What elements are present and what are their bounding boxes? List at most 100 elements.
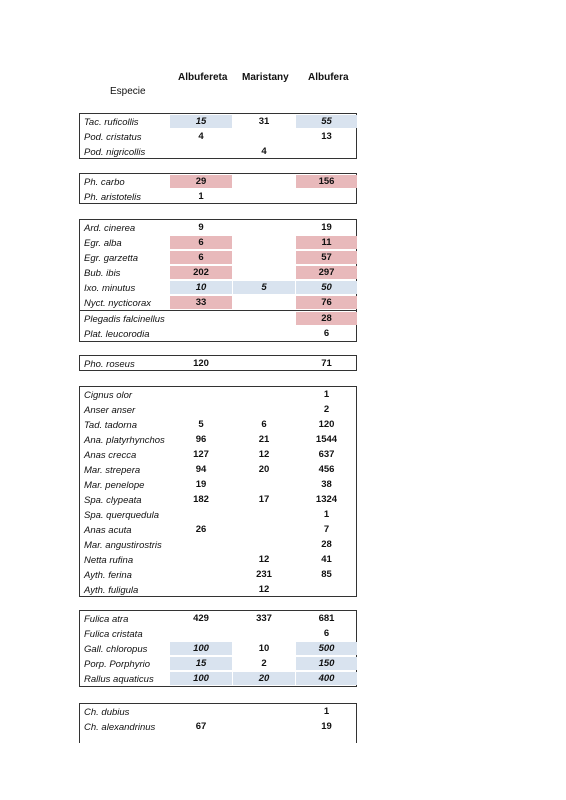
count-maristany [233, 236, 295, 249]
species-name: Anser anser [84, 405, 136, 416]
count-albufereta: 6 [170, 251, 232, 264]
count-albufera: 11 [296, 236, 357, 249]
count-albufera: 19 [321, 222, 332, 233]
count-maristany: 21 [258, 434, 270, 445]
herons-divider [79, 310, 357, 311]
count-albufera: 500 [296, 642, 357, 655]
count-maristany [233, 538, 295, 551]
count-albufereta [170, 327, 232, 340]
count-albufera: 76 [296, 296, 357, 309]
count-albufera: 1 [323, 389, 330, 400]
count-albufereta: 100 [170, 642, 232, 655]
count-albufereta [170, 508, 232, 521]
table-row: Cignus olor 1 [79, 388, 357, 403]
count-maristany: 31 [258, 116, 270, 127]
count-albufera: 120 [318, 419, 335, 430]
count-albufereta: 15 [170, 115, 232, 128]
species-name: Cignus olor [84, 390, 133, 401]
table-row: Pho. roseus 120 71 [79, 357, 357, 372]
col-header-albufera: Albufera [308, 72, 349, 83]
species-name: Ch. dubius [84, 707, 130, 718]
count-maristany [233, 388, 295, 401]
count-albufereta: 127 [193, 449, 209, 460]
count-maristany: 12 [258, 554, 270, 565]
species-name: Ayth. fuligula [84, 585, 139, 596]
count-albufereta: 94 [195, 464, 207, 475]
species-name: Anas crecca [84, 450, 137, 461]
count-albufera: 400 [296, 672, 357, 685]
count-albufera: 297 [296, 266, 357, 279]
group-grebes [79, 113, 357, 159]
count-albufereta [170, 388, 232, 401]
count-albufera: 1 [323, 509, 330, 520]
species-name: Plegadis falcinellus [84, 314, 165, 325]
count-albufera: 50 [296, 281, 357, 294]
count-albufera: 681 [318, 613, 335, 624]
count-albufereta: 15 [170, 657, 232, 670]
species-name: Plat. leucorodia [84, 329, 150, 340]
count-maristany [233, 175, 295, 188]
count-albufereta: 29 [170, 175, 232, 188]
species-name: Ana. platyrhynchos [84, 435, 165, 446]
count-maristany [233, 720, 295, 733]
species-name: Mar. penelope [84, 480, 145, 491]
species-name: Pod. cristatus [84, 132, 142, 143]
species-name: Gall. chloropus [84, 644, 148, 655]
count-albufereta [170, 312, 232, 325]
count-albufera [296, 190, 357, 203]
species-name: Ch. alexandrinus [84, 722, 156, 733]
count-albufereta: 96 [195, 434, 207, 445]
count-albufereta [170, 145, 232, 158]
count-maristany [233, 327, 295, 340]
count-maristany: 231 [256, 569, 272, 580]
group-plovers [79, 703, 357, 743]
count-albufereta: 5 [198, 419, 204, 430]
species-name: Netta rufina [84, 555, 134, 566]
count-albufereta [170, 583, 232, 596]
count-albufereta: 33 [170, 296, 232, 309]
species-name: Egr. garzetta [84, 253, 139, 264]
count-albufera: 38 [321, 479, 332, 490]
count-albufera: 71 [321, 358, 332, 369]
count-albufereta: 10 [170, 281, 232, 294]
count-albufereta [170, 553, 232, 566]
species-name: Mar. strepera [84, 465, 141, 476]
count-maristany: 4 [261, 146, 267, 157]
count-albufereta: 26 [195, 524, 207, 535]
species-name: Ph. carbo [84, 177, 125, 188]
count-albufera: 637 [318, 449, 335, 460]
count-albufera: 156 [296, 175, 357, 188]
count-maristany: 337 [256, 613, 272, 624]
group-herons [79, 219, 357, 342]
count-albufereta [170, 538, 232, 551]
species-name: Spa. querquedula [84, 510, 160, 521]
count-maristany [233, 266, 295, 279]
count-albufera: 7 [323, 524, 330, 535]
count-albufereta [170, 627, 232, 640]
count-albufera: 6 [323, 628, 330, 639]
species-name: Pho. roseus [84, 359, 135, 370]
species-header: Especie [110, 86, 146, 97]
species-name: Ayth. ferina [84, 570, 132, 581]
count-maristany [233, 296, 295, 309]
count-albufereta: 120 [193, 358, 209, 369]
